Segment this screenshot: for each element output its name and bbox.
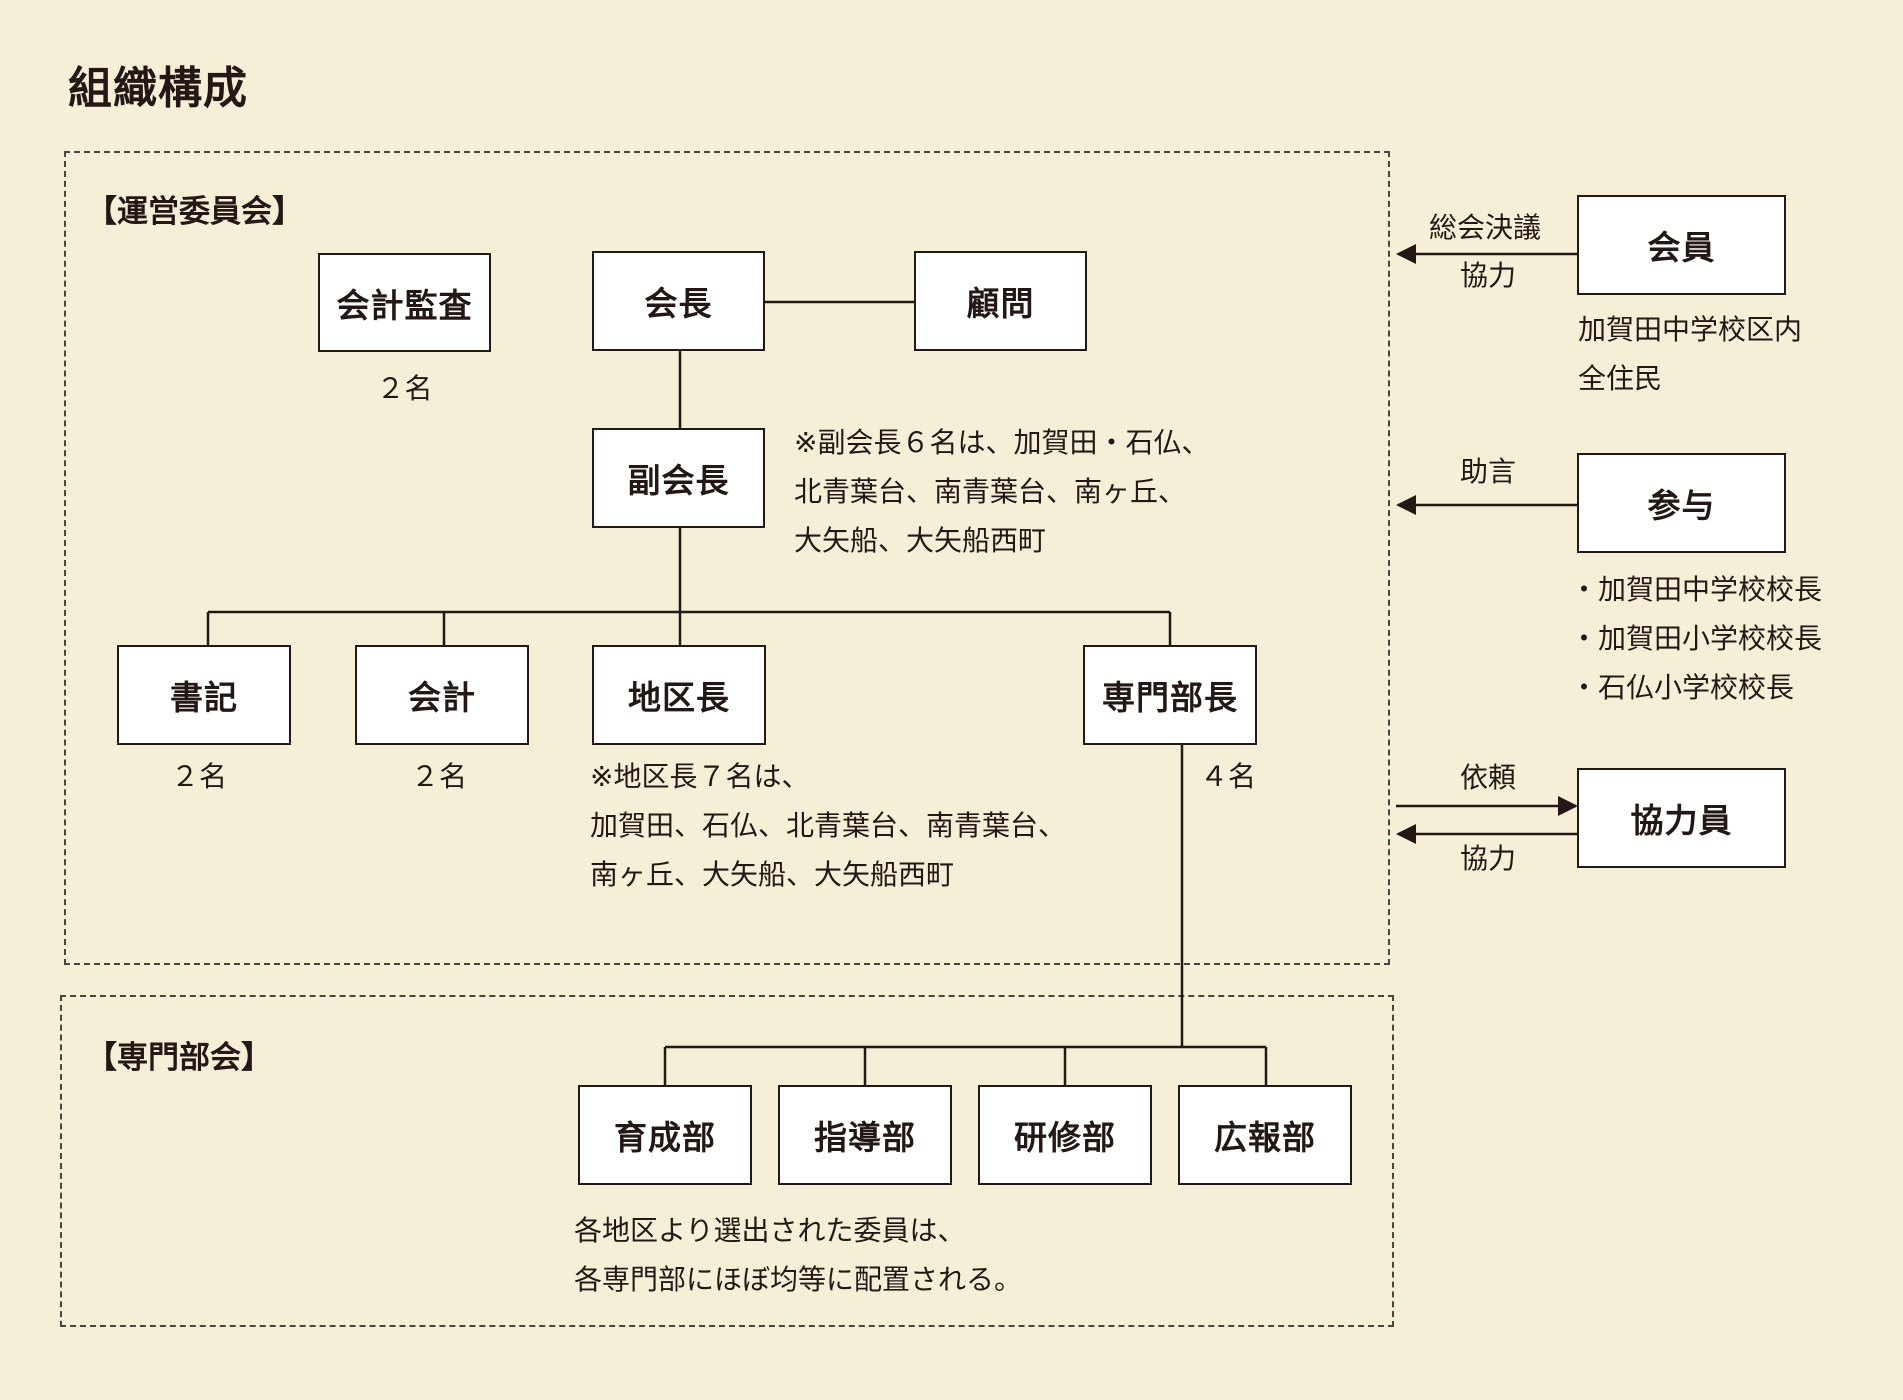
cooperator-arrow-bottom-label: 協力 <box>1460 842 1517 875</box>
dept-shido-box: 指導部 <box>778 1085 952 1185</box>
dept-koho-box: 広報部 <box>1178 1085 1352 1185</box>
district-note-line2: 加賀田、石仏、北青葉台、南青葉台、 <box>590 809 1067 842</box>
member-arrow-bottom-label: 協力 <box>1460 259 1517 292</box>
member-box: 会員 <box>1577 195 1786 295</box>
advisor-box: 顧問 <box>914 251 1087 351</box>
treasurer-count: ２名 <box>410 760 467 793</box>
committee-section <box>64 151 1390 965</box>
district-note-line3: 南ヶ丘、大矢船、大矢船西町 <box>590 858 955 891</box>
dept-note-line2: 各専門部にほぼ均等に配置される。 <box>574 1263 1023 1296</box>
dept-head-box: 専門部長 <box>1083 645 1257 745</box>
cooperator-box: 協力員 <box>1577 768 1786 868</box>
treasurer-box: 会計 <box>355 645 529 745</box>
subcommittee-section <box>60 995 1394 1327</box>
district-note-line1: ※地区長７名は、 <box>590 760 810 793</box>
district-head-box: 地区長 <box>592 645 766 745</box>
vice-note-line2: 北青葉台、南青葉台、南ヶ丘、 <box>794 475 1187 508</box>
audit-count: ２名 <box>376 372 433 405</box>
committee-section-label: 【運営委員会】 <box>86 194 303 230</box>
secretary-box: 書記 <box>117 645 291 745</box>
dept-head-count: ４名 <box>1200 760 1257 793</box>
counselor-box: 参与 <box>1577 453 1786 553</box>
audit-box: 会計監査 <box>318 253 491 352</box>
member-arrow-top-label: 総会決議 <box>1429 211 1542 244</box>
vice-note-line3: 大矢船、大矢船西町 <box>794 524 1047 557</box>
secretary-count: ２名 <box>170 760 227 793</box>
dept-note-line1: 各地区より選出された委員は、 <box>574 1214 966 1247</box>
subcommittee-section-label: 【専門部会】 <box>86 1040 272 1076</box>
member-note-line1: 加賀田中学校区内 <box>1578 313 1803 346</box>
counselor-item-1: ・加賀田中学校校長 <box>1570 573 1823 606</box>
president-box: 会長 <box>592 251 765 351</box>
vice-president-box: 副会長 <box>592 428 765 528</box>
counselor-item-3: ・石仏小学校校長 <box>1570 671 1795 704</box>
dept-ikusei-box: 育成部 <box>578 1085 752 1185</box>
counselor-item-2: ・加賀田小学校校長 <box>1570 622 1823 655</box>
cooperator-arrow-top-label: 依頼 <box>1460 761 1517 794</box>
counselor-arrow-label: 助言 <box>1460 455 1517 488</box>
page-title: 組織構成 <box>68 63 248 114</box>
dept-kenshu-box: 研修部 <box>978 1085 1152 1185</box>
vice-note-line1: ※副会長６名は、加賀田・石仏、 <box>794 426 1210 459</box>
member-note-line2: 全住民 <box>1578 362 1663 395</box>
